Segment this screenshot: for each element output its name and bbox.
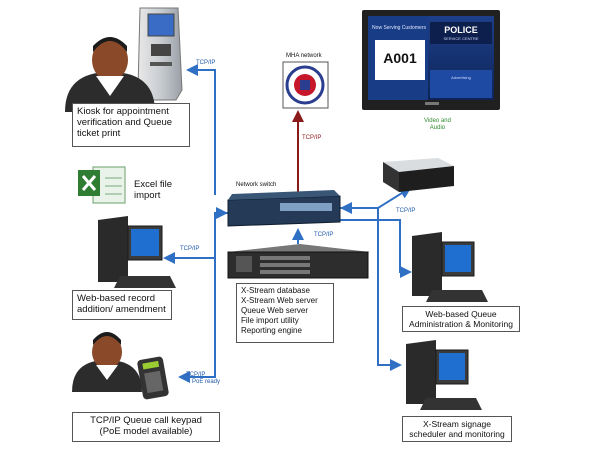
signage-label-box: X-Stream signage scheduler and monitorin…	[402, 416, 512, 442]
video-audio-label: Video and Audio	[424, 118, 451, 132]
server-item: File import utility	[241, 316, 299, 325]
kiosk-label: Kiosk for appointment verification and Q…	[77, 106, 173, 139]
server-item: X-Stream Web server	[241, 296, 318, 305]
tv-header: Now Serving Customers	[372, 25, 426, 31]
link-keypad	[178, 258, 216, 383]
web-record-computer-icon	[98, 216, 176, 288]
web-record-label: Web-based record addition/ amendment	[77, 293, 166, 315]
kiosk-user-person-icon	[65, 37, 155, 112]
excel-icon	[78, 166, 126, 204]
network-switch-device	[227, 190, 341, 227]
keypad-label-line1: TCP/IP Queue call keypad	[90, 415, 202, 426]
server-item: Queue Web server	[241, 306, 308, 315]
queue-display-tv	[362, 10, 500, 110]
queue-admin-computer-icon	[412, 232, 488, 302]
embedded-pc-device	[383, 158, 454, 192]
server-item: X-Stream database	[241, 286, 310, 295]
tv-brand-sub: SERVICE CENTRE	[443, 36, 479, 41]
link-right-trunk	[340, 207, 402, 371]
tv-ticket-number: A001	[383, 50, 417, 66]
server-item: Reporting engine	[241, 326, 302, 335]
tv-brand-footer: Advertising	[451, 75, 471, 80]
kiosk-label-box: Kiosk for appointment verification and Q…	[72, 103, 190, 147]
tcpip-label-right: TCP/IP	[396, 208, 416, 214]
queue-admin-label-box: Web-based Queue Administration & Monitor…	[402, 306, 520, 332]
keypad-device-icon	[137, 356, 169, 400]
server-device	[227, 244, 370, 279]
excel-label: Excel file import	[134, 179, 173, 201]
tcpip-label-kiosk: TCP/IP	[196, 60, 216, 66]
keypad-label-line2: (PoE model available)	[99, 426, 193, 437]
video-audio-line2: Audio	[429, 125, 446, 131]
keypad-user-person-icon	[72, 332, 142, 392]
signage-computer-icon	[406, 340, 482, 410]
keypad-label-box: TCP/IP Queue call keypad (PoE model avai…	[72, 412, 220, 442]
connection-lines	[163, 64, 412, 383]
excel-label-box: Excel file import	[130, 177, 186, 203]
tcpip-label-mha: TCP/IP	[302, 135, 322, 141]
poe-ready-label: PoE ready	[192, 379, 221, 385]
tv-brand: POLICE	[444, 25, 478, 35]
tcpip-label-server: TCP/IP	[314, 232, 334, 238]
mha-network-label: MHA network	[286, 53, 322, 59]
mha-logo	[282, 61, 329, 109]
web-record-label-box: Web-based record addition/ amendment	[72, 290, 172, 320]
queue-admin-label: Web-based Queue Administration & Monitor…	[409, 309, 513, 329]
link-queue-admin	[340, 219, 412, 278]
kiosk-device	[137, 7, 183, 101]
server-label-box: X-Stream database X-Stream Web server Qu…	[236, 283, 334, 343]
link-kiosk	[186, 64, 216, 195]
signage-label: X-Stream signage scheduler and monitorin…	[409, 419, 505, 439]
network-switch-label: Network switch	[236, 182, 277, 188]
video-audio-line1: Video and	[424, 118, 451, 124]
tcpip-label-keypad: TCP/IP	[186, 372, 206, 378]
tcpip-label-web-record: TCP/IP	[180, 246, 200, 252]
